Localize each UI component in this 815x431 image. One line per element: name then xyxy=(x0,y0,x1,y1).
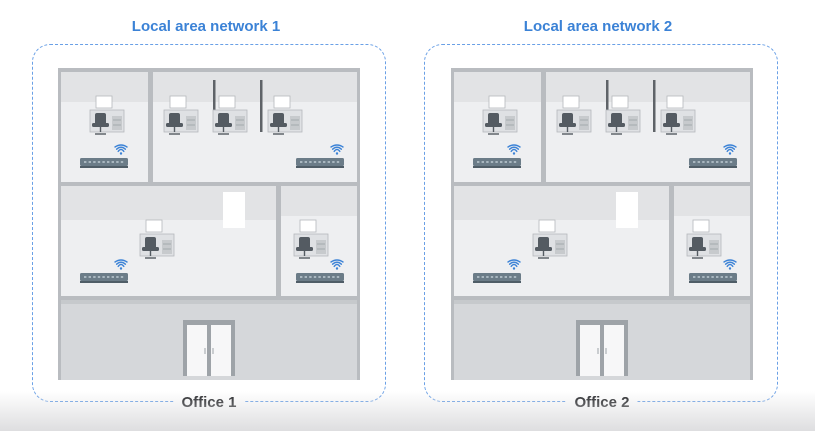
room-back-wall xyxy=(281,186,357,216)
desk-workstation-icon xyxy=(89,95,125,135)
office-2-label: Office 2 xyxy=(566,394,638,411)
room-back-wall xyxy=(153,72,357,102)
desk-workstation-icon xyxy=(139,219,175,259)
wifi-icon xyxy=(723,259,737,270)
partition xyxy=(606,80,609,132)
partition xyxy=(653,80,656,132)
desk-workstation-icon xyxy=(293,219,329,259)
wifi-icon xyxy=(330,259,344,270)
desk-workstation-icon xyxy=(660,95,696,135)
desk-workstation-icon xyxy=(267,95,303,135)
partition xyxy=(213,80,216,132)
wifi-icon xyxy=(114,259,128,270)
router-icon xyxy=(473,158,521,168)
entrance-hall-edge xyxy=(61,300,357,304)
router-icon xyxy=(296,273,344,283)
desk-workstation-icon xyxy=(532,219,568,259)
lan-1-title: Local area network 1 xyxy=(131,18,281,35)
wifi-icon xyxy=(114,144,128,155)
room-back-wall xyxy=(546,72,750,102)
router-icon xyxy=(80,158,128,168)
desk-workstation-icon xyxy=(163,95,199,135)
door-icon xyxy=(183,320,235,376)
desk-workstation-icon xyxy=(686,219,722,259)
entrance-hall-edge xyxy=(454,300,750,304)
desk-workstation-icon xyxy=(482,95,518,135)
wifi-icon xyxy=(723,144,737,155)
door-icon xyxy=(576,320,628,376)
wifi-icon xyxy=(330,144,344,155)
router-icon xyxy=(473,273,521,283)
desk-workstation-icon xyxy=(212,95,248,135)
desk-workstation-icon xyxy=(605,95,641,135)
router-icon xyxy=(689,158,737,168)
desk-workstation-icon xyxy=(556,95,592,135)
router-icon xyxy=(296,158,344,168)
router-icon xyxy=(80,273,128,283)
room-back-wall xyxy=(674,186,750,216)
wifi-icon xyxy=(507,259,521,270)
office-1-label: Office 1 xyxy=(173,394,245,411)
partition xyxy=(260,80,263,132)
office-1-building xyxy=(58,68,360,380)
wifi-icon xyxy=(507,144,521,155)
office-2-building xyxy=(451,68,753,380)
lan-2-title: Local area network 2 xyxy=(523,18,673,35)
room-window xyxy=(616,192,638,228)
router-icon xyxy=(689,273,737,283)
room-window xyxy=(223,192,245,228)
